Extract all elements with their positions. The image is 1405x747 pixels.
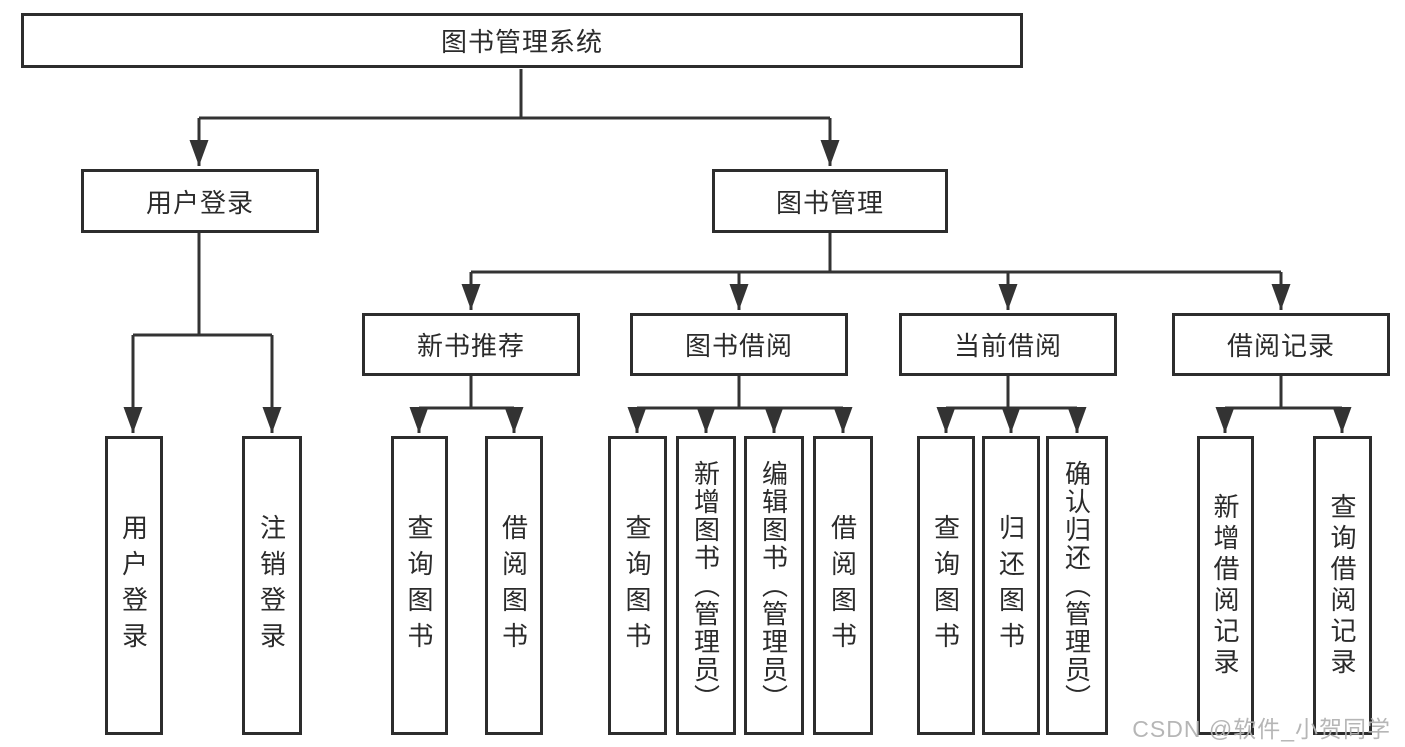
leaf-newbooks-query-label: 查询图书 bbox=[404, 513, 434, 658]
node-current-borrow: 当前借阅 bbox=[899, 313, 1117, 376]
leaf-return-book-label: 归还图书 bbox=[995, 513, 1026, 658]
node-borrow-records: 借阅记录 bbox=[1172, 313, 1390, 376]
leaf-add-borrow-record-label: 新增借阅记录 bbox=[1210, 492, 1240, 679]
node-new-books: 新书推荐 bbox=[362, 313, 580, 376]
leaf-confirm-return-admin-label: 确认归还（管理员） bbox=[1061, 459, 1092, 712]
leaf-add-borrow-record: 新增借阅记录 bbox=[1197, 436, 1254, 735]
leaf-borrow-book-label: 借阅图书 bbox=[827, 513, 858, 658]
node-root-label: 图书管理系统 bbox=[440, 27, 603, 57]
node-user-login-branch: 用户登录 bbox=[81, 169, 319, 233]
leaf-current-query-label: 查询图书 bbox=[930, 513, 961, 658]
leaf-logout-label: 注销登录 bbox=[256, 513, 287, 658]
node-new-books-label: 新书推荐 bbox=[416, 331, 525, 361]
leaf-logout: 注销登录 bbox=[242, 436, 302, 735]
node-book-mgmt-label: 图书管理 bbox=[775, 187, 884, 218]
node-current-borrow-label: 当前借阅 bbox=[953, 331, 1062, 361]
node-user-login-label: 用户登录 bbox=[145, 187, 254, 218]
leaf-user-login-label: 用户登录 bbox=[118, 513, 149, 658]
leaf-borrow-query-label: 查询图书 bbox=[622, 513, 652, 658]
node-book-mgmt-branch: 图书管理 bbox=[712, 169, 948, 233]
leaf-borrow-add-admin-label: 新增图书（管理员） bbox=[690, 459, 721, 712]
csdn-watermark: CSDN @软件_小贺同学 bbox=[1132, 716, 1391, 742]
leaf-borrow-edit-admin: 编辑图书（管理员） bbox=[744, 436, 804, 735]
leaf-return-book: 归还图书 bbox=[982, 436, 1040, 735]
leaf-borrow-edit-admin-label: 编辑图书（管理员） bbox=[758, 459, 789, 712]
leaf-newbooks-query: 查询图书 bbox=[391, 436, 448, 735]
node-root-system: 图书管理系统 bbox=[21, 13, 1023, 68]
leaf-confirm-return-admin: 确认归还（管理员） bbox=[1046, 436, 1108, 735]
leaf-newbooks-borrow: 借阅图书 bbox=[485, 436, 543, 735]
node-book-borrow-label: 图书借阅 bbox=[684, 331, 793, 361]
leaf-user-login: 用户登录 bbox=[105, 436, 163, 735]
leaf-borrow-book: 借阅图书 bbox=[813, 436, 873, 735]
leaf-newbooks-borrow-label: 借阅图书 bbox=[498, 513, 529, 658]
leaf-query-borrow-record-label: 查询借阅记录 bbox=[1327, 492, 1357, 679]
leaf-current-query: 查询图书 bbox=[917, 436, 975, 735]
leaf-query-borrow-record: 查询借阅记录 bbox=[1313, 436, 1372, 735]
node-book-borrow: 图书借阅 bbox=[630, 313, 848, 376]
leaf-borrow-query: 查询图书 bbox=[608, 436, 667, 735]
leaf-borrow-add-admin: 新增图书（管理员） bbox=[676, 436, 736, 735]
node-borrow-records-label: 借阅记录 bbox=[1226, 331, 1335, 361]
